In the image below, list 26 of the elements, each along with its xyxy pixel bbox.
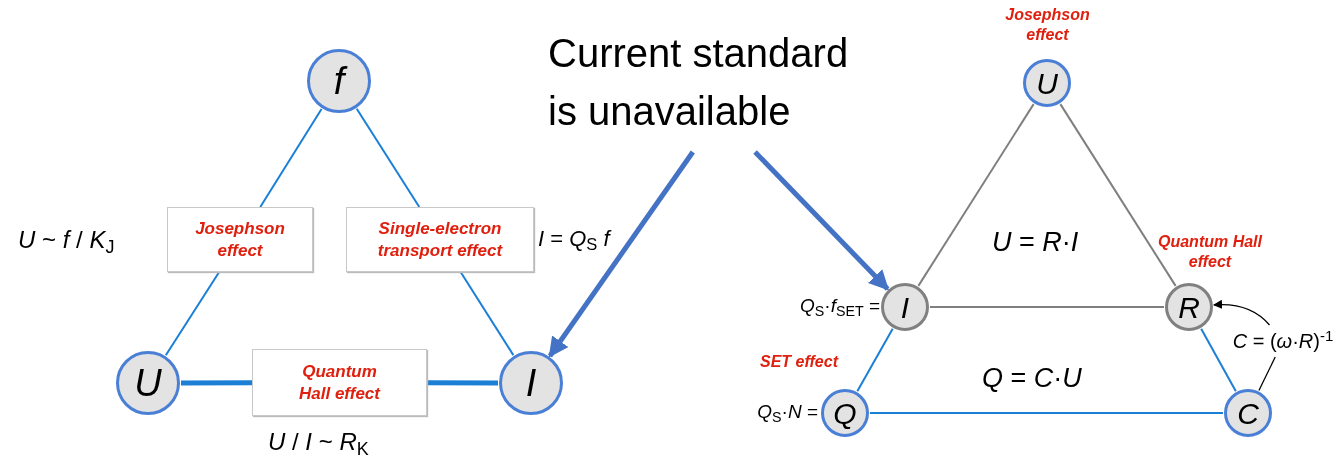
connector-line	[869, 412, 1224, 414]
connector-line	[459, 271, 515, 357]
connector-line	[355, 107, 421, 208]
connector-line	[259, 108, 323, 208]
callout-text: Current standard is unavailable	[548, 12, 888, 152]
effect-box: Quantum Hall effect	[252, 349, 427, 416]
arrow	[753, 150, 890, 291]
formula-text: C = (ω·R)$^{-1}$	[1226, 325, 1340, 357]
connector-line	[427, 380, 498, 386]
formula-text: Q$_{S}$·f$_{SET}$ =	[799, 294, 880, 321]
formula-text: U ~ f / K$_{J}$	[18, 225, 115, 258]
connector-line	[929, 306, 1165, 308]
effect-box: Josephson effect	[167, 207, 313, 272]
formula-text: Q$_{S}$·N =	[756, 400, 818, 427]
formula-text: Q = C·U	[982, 362, 1082, 395]
arrow	[547, 150, 695, 358]
formula-text: U = R·I	[992, 226, 1079, 259]
effect-label: SET effect	[760, 352, 838, 372]
effect-label: Josephson effect	[1004, 5, 1091, 45]
effect-box: Single-electron transport effect	[346, 207, 534, 272]
formula-text: I = Q$_{S}$ f	[538, 225, 610, 255]
leader-line	[1213, 300, 1271, 326]
connector-line	[164, 271, 221, 357]
connector-line	[181, 380, 252, 386]
effect-label: Quantum Hall effect	[1157, 232, 1264, 272]
formula-text: U / I ~ R$_{K}$	[268, 427, 369, 460]
